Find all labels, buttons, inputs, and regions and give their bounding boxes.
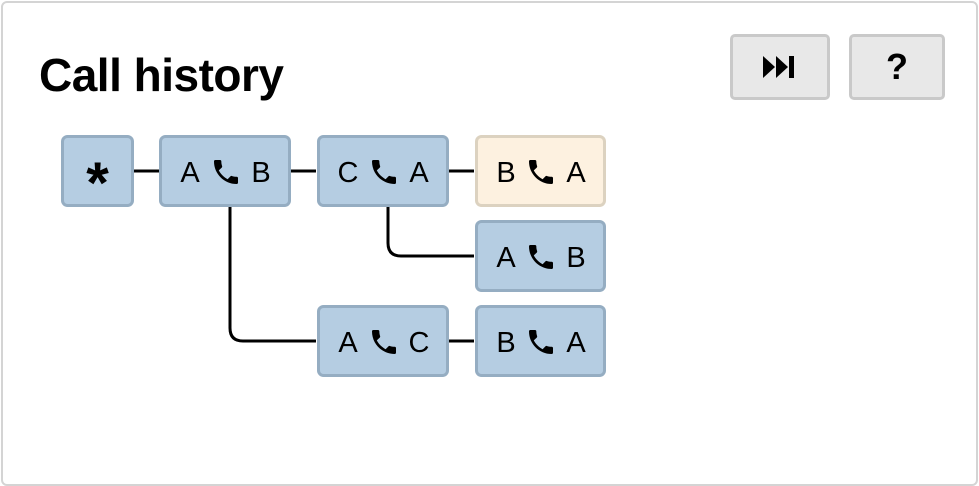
- call-tree-edges: [133, 169, 474, 343]
- call-node[interactable]: A C: [317, 305, 449, 377]
- caller-label: A: [338, 327, 358, 359]
- edge-n1-n5: [228, 205, 316, 343]
- page-title: Call history: [39, 49, 284, 101]
- call-node[interactable]: A B: [159, 135, 291, 207]
- root-label: *: [86, 151, 109, 216]
- help-label: ?: [886, 46, 908, 87]
- caller-label: C: [338, 157, 359, 189]
- callee-label: A: [566, 157, 586, 189]
- call-node[interactable]: C A: [317, 135, 449, 207]
- root-node[interactable]: *: [61, 135, 134, 217]
- skip-to-end-button[interactable]: [730, 34, 830, 100]
- caller-label: B: [496, 157, 515, 189]
- call-node[interactable]: B A: [475, 305, 606, 377]
- edge-n2-n4: [386, 205, 474, 258]
- caller-label: A: [496, 242, 516, 274]
- help-button[interactable]: ?: [849, 34, 945, 100]
- callee-label: A: [566, 327, 586, 359]
- callee-label: C: [409, 327, 430, 359]
- caller-label: A: [180, 157, 200, 189]
- skip-to-end-icon: [763, 56, 794, 78]
- callee-label: B: [566, 242, 585, 274]
- caller-label: B: [496, 327, 515, 359]
- call-node-current[interactable]: B A: [475, 135, 606, 207]
- callee-label: A: [409, 157, 429, 189]
- call-node[interactable]: A B: [475, 220, 606, 292]
- callee-label: B: [251, 157, 270, 189]
